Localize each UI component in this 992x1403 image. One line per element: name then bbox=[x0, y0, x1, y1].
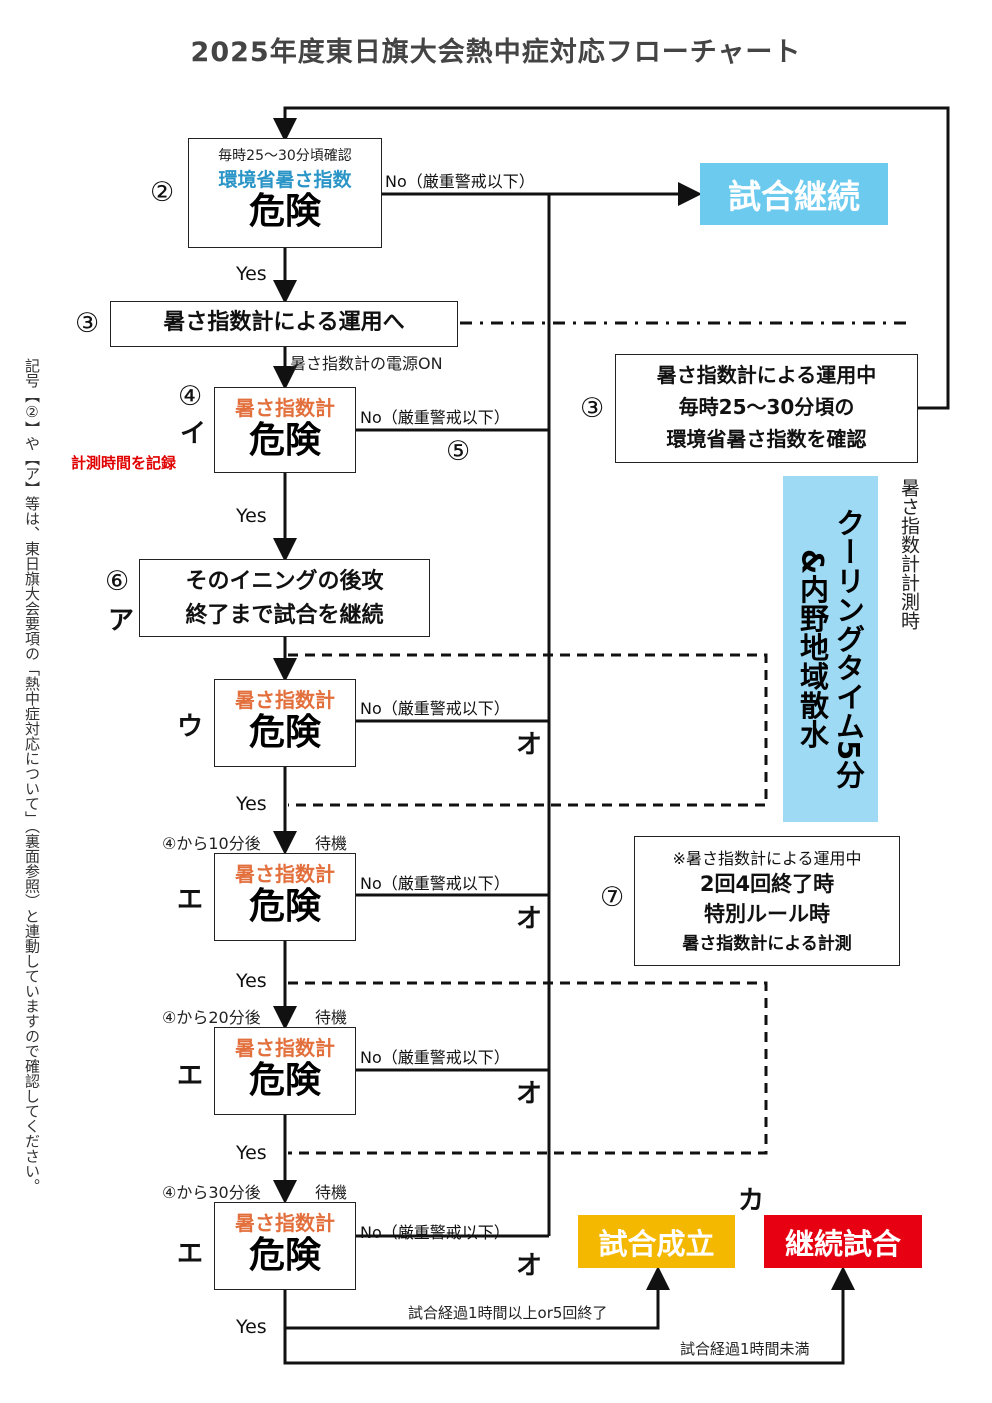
marker-2: ② bbox=[150, 177, 175, 208]
node-2-sub: 毎時25～30分頃確認 bbox=[218, 148, 352, 164]
yes-label-e3: Yes bbox=[236, 1316, 267, 1338]
kana-i: イ bbox=[180, 419, 207, 449]
node-3b-line2: 毎時25～30分頃の bbox=[678, 395, 855, 419]
marker-4: ④ bbox=[178, 381, 203, 412]
node-e2-status: 危険 bbox=[248, 1060, 321, 1101]
wait-10: ④から10分後 bbox=[162, 834, 261, 853]
no-label-4: No（厳重警戒以下） bbox=[360, 408, 510, 427]
no-label-u: No（厳重警戒以下） bbox=[360, 699, 510, 718]
kana-e-1: エ bbox=[177, 885, 204, 915]
over-1h-label: 試合経過1時間以上or5回終了 bbox=[408, 1304, 608, 1322]
kana-a: ア bbox=[108, 606, 135, 636]
node-u-box: 暑さ指数計 危険 bbox=[214, 679, 356, 767]
kana-u: ウ bbox=[177, 712, 204, 742]
yes-label-2: Yes bbox=[236, 263, 267, 285]
node-7-line4: 暑さ指数計による計測 bbox=[682, 934, 852, 954]
node-e3-box: 暑さ指数計 危険 bbox=[214, 1202, 356, 1290]
node-6-line2: 終了まで試合を継続 bbox=[185, 603, 384, 628]
cooling-time-badge: クーリングタイム5分 &内野地域散水 bbox=[783, 476, 878, 822]
kana-e-3: エ bbox=[177, 1239, 204, 1269]
no-label-e1: No（厳重警戒以下） bbox=[360, 874, 510, 893]
no-label-e2: No（厳重警戒以下） bbox=[360, 1048, 510, 1067]
node-7-line3: 特別ルール時 bbox=[704, 902, 830, 926]
no-label-2: No（厳重警戒以下） bbox=[385, 172, 535, 191]
node-e3-status: 危険 bbox=[248, 1235, 321, 1276]
continue-badge: 試合継続 bbox=[700, 163, 888, 225]
marker-3b: ③ bbox=[580, 393, 605, 424]
node-3b-box: 暑さ指数計による運用中 毎時25～30分頃の 環境省暑さ指数を確認 bbox=[615, 354, 918, 463]
result-established-badge: 試合成立 bbox=[578, 1215, 735, 1268]
cooling-line1: クーリングタイム5分 bbox=[831, 508, 866, 790]
kana-o-4: オ bbox=[516, 1251, 543, 1281]
node-u-status: 危険 bbox=[248, 712, 321, 753]
node-7-box: ※暑さ指数計による運用中 2回4回終了時 特別ルール時 暑さ指数計による計測 bbox=[634, 836, 900, 966]
node-e2-box: 暑さ指数計 危険 bbox=[214, 1027, 356, 1115]
node-4-box: 暑さ指数計 危険 bbox=[214, 387, 356, 473]
page-title: 2025年度東日旗大会熱中症対応フローチャート bbox=[190, 37, 802, 68]
node-3-box: 暑さ指数計による運用へ bbox=[110, 301, 458, 347]
cooling-line2: &内野地域散水 bbox=[795, 549, 830, 749]
marker-3: ③ bbox=[75, 308, 100, 339]
node-e3-label: 暑さ指数計 bbox=[235, 1211, 335, 1235]
yes-label-e2: Yes bbox=[236, 1142, 267, 1164]
wait-30: ④から30分後 bbox=[162, 1183, 261, 1202]
node-6-box: そのイニングの後攻 終了まで試合を継続 bbox=[139, 559, 430, 637]
node-4-label: 暑さ指数計 bbox=[235, 396, 335, 420]
node-u-label: 暑さ指数計 bbox=[235, 688, 335, 712]
side-note: 記号【②】や【ア】等は、東日旗大会要項の「熱中症対応について」（裏面参照）と連動… bbox=[23, 358, 41, 1194]
yes-label-u: Yes bbox=[236, 793, 267, 815]
node-e1-box: 暑さ指数計 危険 bbox=[214, 853, 356, 941]
node-3b-line3: 環境省暑さ指数を確認 bbox=[666, 427, 867, 451]
under-1h-label: 試合経過1時間未満 bbox=[680, 1340, 810, 1358]
node-2-box: 毎時25～30分頃確認 環境省暑さ指数 危険 bbox=[188, 138, 382, 248]
marker-6: ⑥ bbox=[105, 566, 130, 597]
node-2-status: 危険 bbox=[248, 191, 321, 232]
cooling-side-note: 暑さ指数計計測時 bbox=[898, 478, 920, 630]
node-7-line2: 2回4回終了時 bbox=[699, 872, 835, 896]
wait-20: ④から20分後 bbox=[162, 1008, 261, 1027]
kana-o-2: オ bbox=[516, 904, 543, 934]
yes-label-e1: Yes bbox=[236, 970, 267, 992]
taiki-2: 待機 bbox=[315, 1008, 348, 1027]
marker-5: ⑤ bbox=[446, 436, 471, 467]
node-7-line1: ※暑さ指数計による運用中 bbox=[672, 849, 862, 868]
power-on-label: 暑さ指数計の電源ON bbox=[290, 354, 443, 373]
node-3b-line1: 暑さ指数計による運用中 bbox=[656, 363, 877, 387]
node-e1-label: 暑さ指数計 bbox=[235, 862, 335, 886]
kana-ka: カ bbox=[738, 1186, 765, 1216]
taiki-3: 待機 bbox=[315, 1183, 348, 1202]
kana-e-2: エ bbox=[177, 1061, 204, 1091]
record-time-note: 計測時間を記録 bbox=[71, 454, 177, 472]
result-continued-badge: 継続試合 bbox=[764, 1215, 922, 1268]
node-e2-label: 暑さ指数計 bbox=[235, 1036, 335, 1060]
node-2-label: 環境省暑さ指数 bbox=[218, 169, 352, 191]
taiki-1: 待機 bbox=[315, 834, 348, 853]
no-label-e3: No（厳重警戒以下） bbox=[360, 1223, 510, 1242]
kana-o-1: オ bbox=[516, 730, 543, 760]
node-6-line1: そのイニングの後攻 bbox=[185, 569, 384, 594]
node-e1-status: 危険 bbox=[248, 886, 321, 927]
yes-label-4: Yes bbox=[236, 505, 267, 527]
kana-o-3: オ bbox=[516, 1079, 543, 1109]
marker-7: ⑦ bbox=[600, 882, 625, 913]
node-4-status: 危険 bbox=[248, 420, 321, 461]
